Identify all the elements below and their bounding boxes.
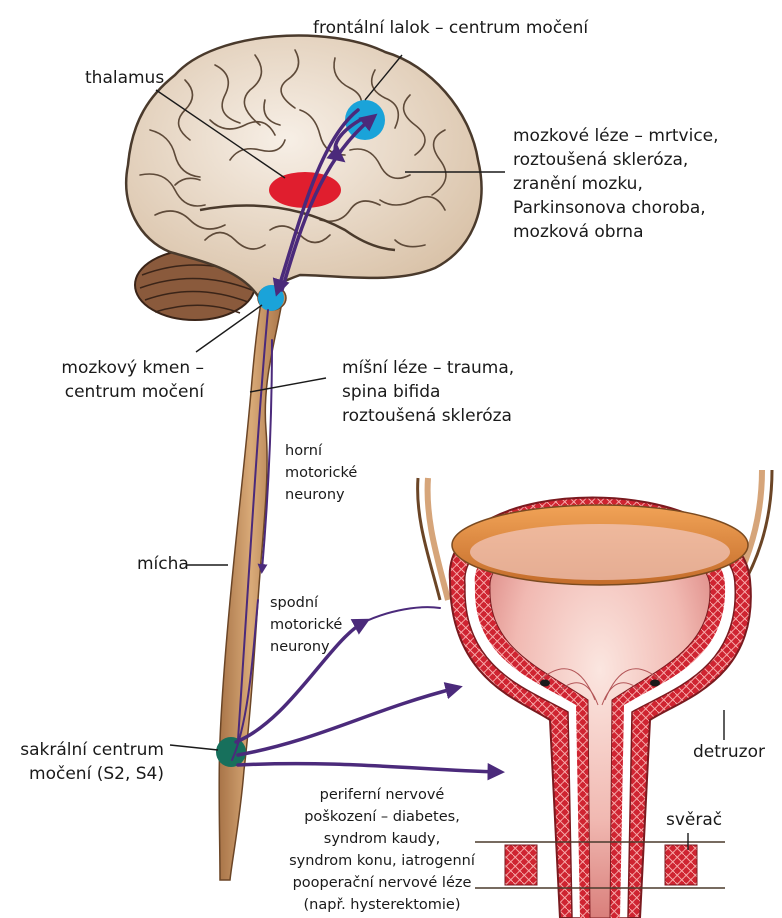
spinal-cord-label: mícha bbox=[137, 552, 189, 576]
sacral-center-marker bbox=[216, 737, 246, 767]
spinal-cord bbox=[219, 296, 283, 880]
lower-motor-neurons-label: spodní motorické neurony bbox=[270, 592, 342, 658]
upper-motor-neurons-label: horní motorické neurony bbox=[285, 440, 357, 506]
thalamus-label: thalamus bbox=[85, 66, 164, 90]
brainstem-center-label: mozkový kmen – centrum močení bbox=[14, 356, 204, 404]
brain-lesions-label: mozkové léze – mrtvice, roztoušená skler… bbox=[513, 124, 719, 244]
frontal-center-marker bbox=[345, 100, 385, 140]
frontal-lobe-label: frontální lalok – centrum močení bbox=[313, 16, 588, 40]
peripheral-lesions-label: periferní nervové poškození – diabetes, … bbox=[282, 784, 482, 916]
spinal-lesions-label: míšní léze – trauma, spina bifida roztou… bbox=[342, 356, 514, 428]
sacral-center-label: sakrální centrum močení (S2, S4) bbox=[2, 738, 164, 786]
detrusor-label: detruzor bbox=[693, 740, 765, 764]
sphincter-label: svěrač bbox=[666, 808, 722, 832]
